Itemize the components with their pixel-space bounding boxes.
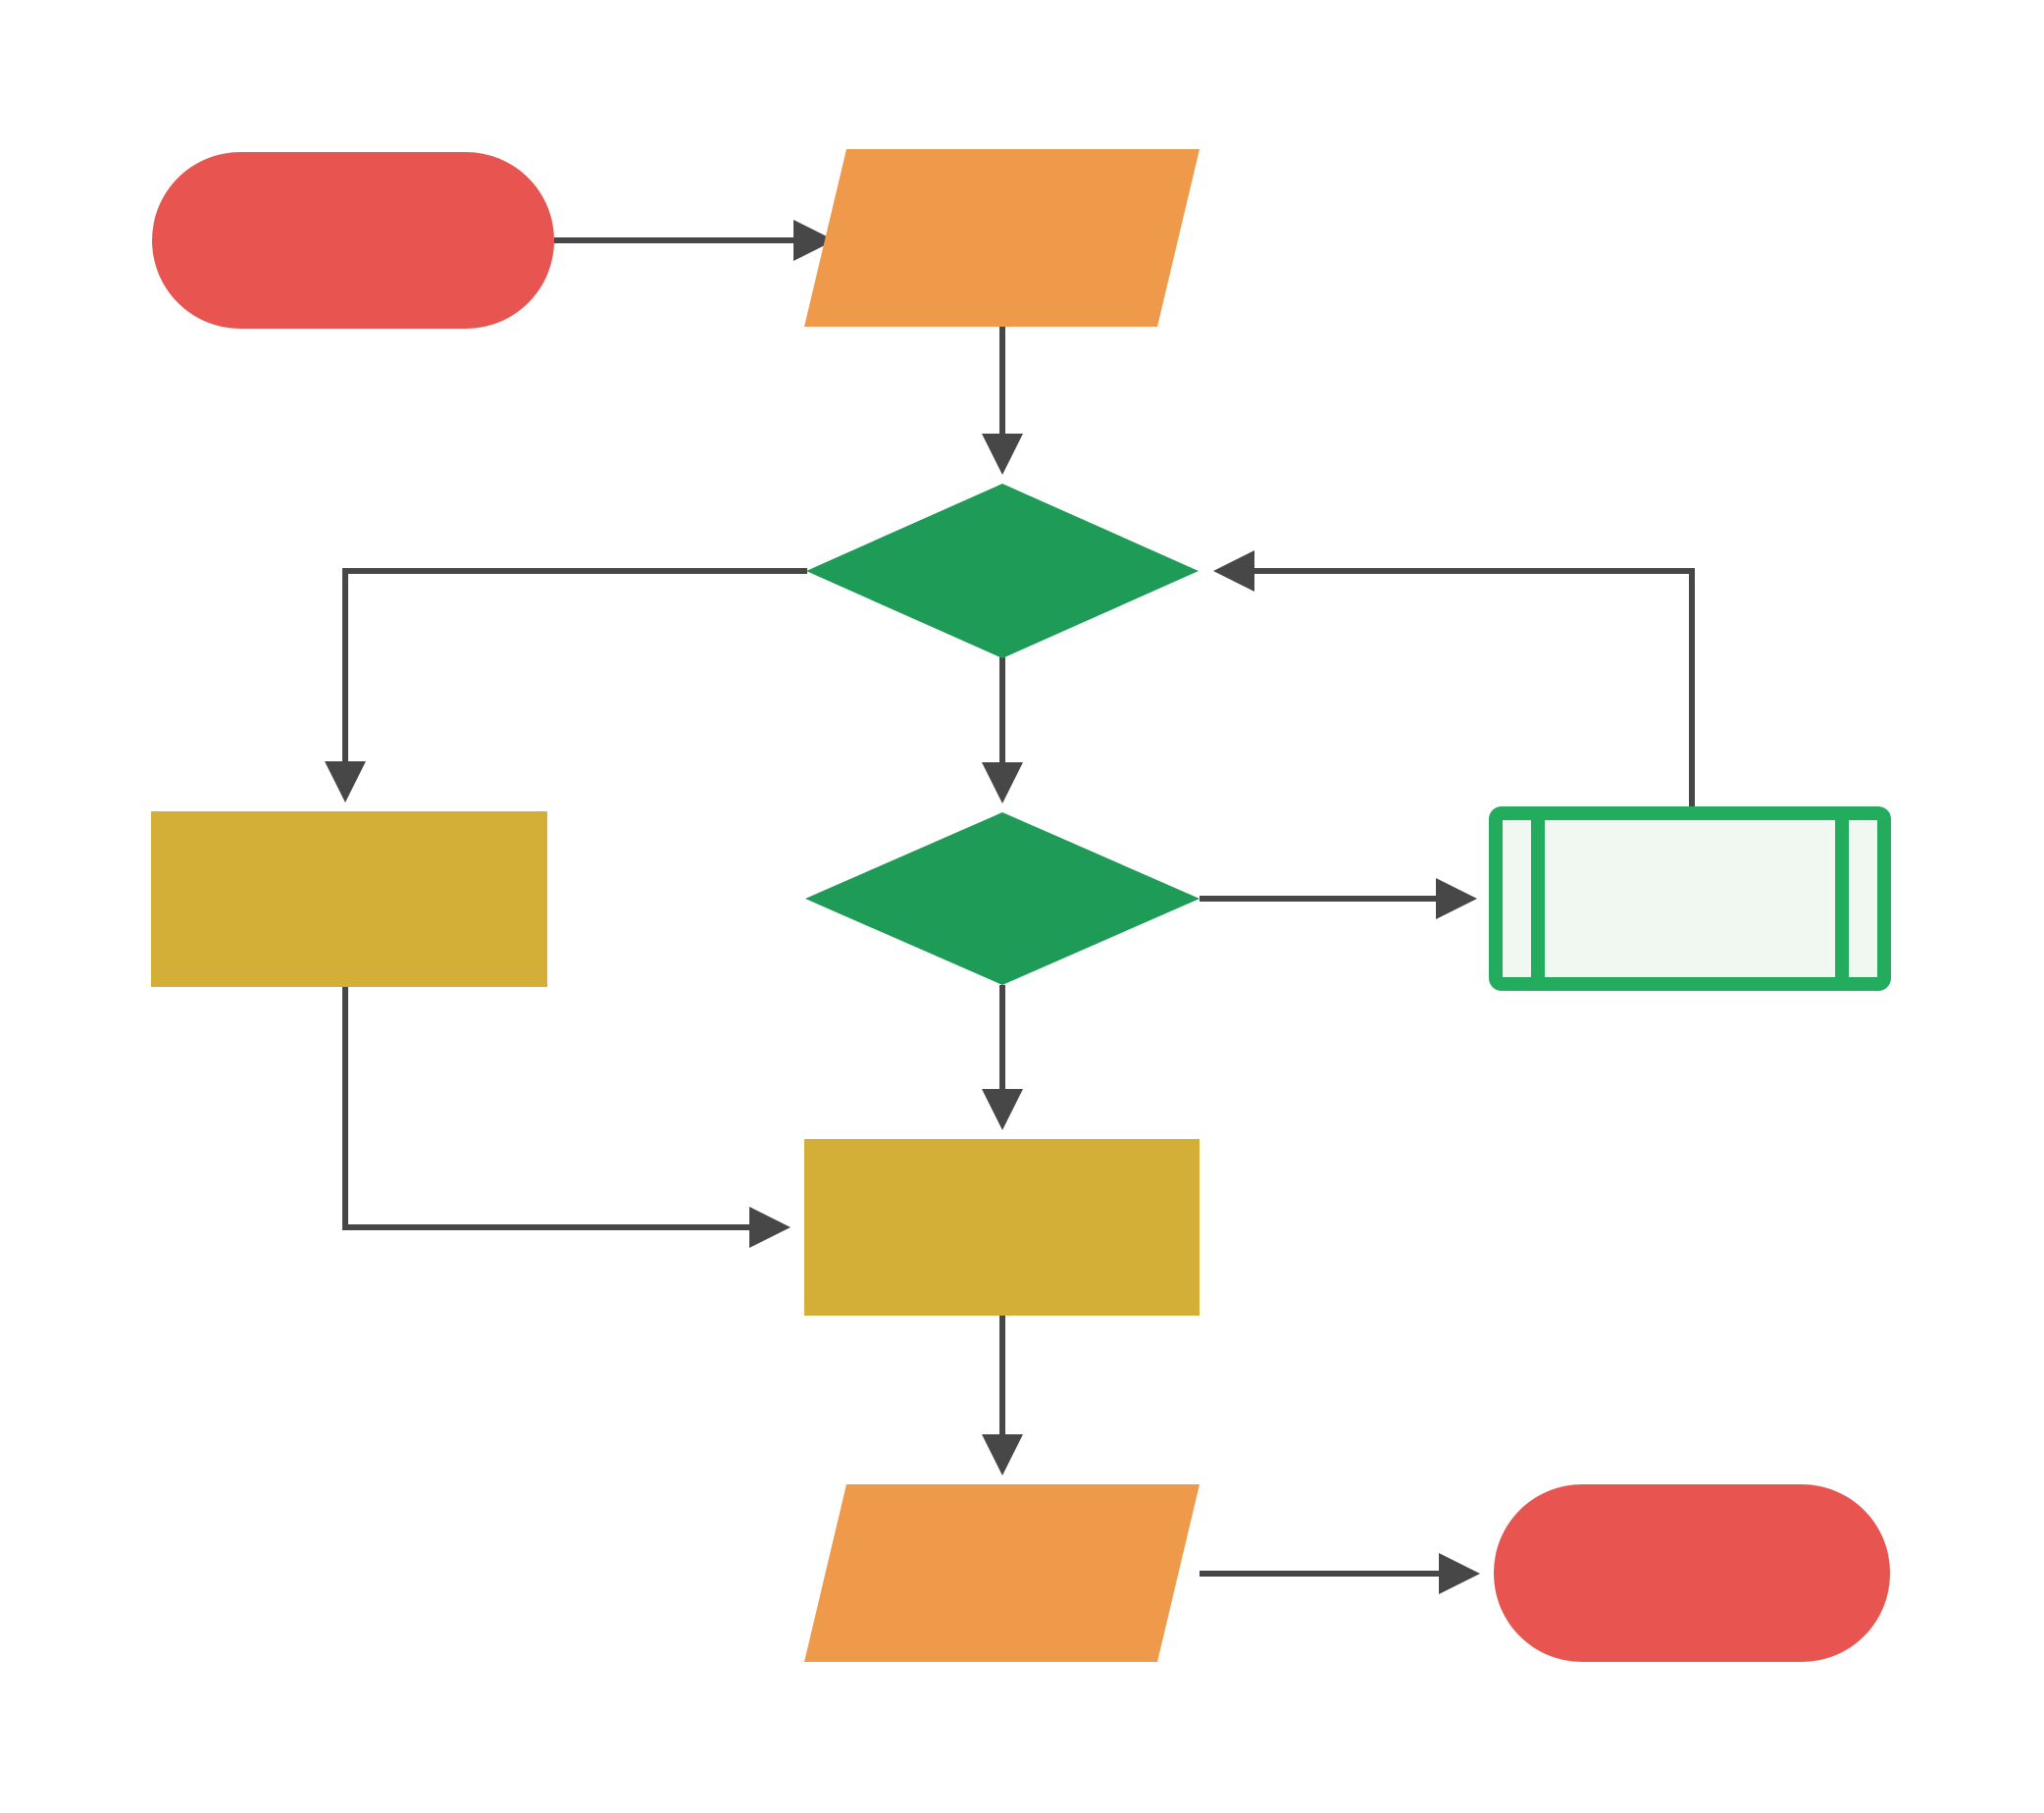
predefined-process-outer-shape[interactable] (1489, 806, 1891, 991)
input-shape[interactable] (804, 149, 1200, 327)
node-decision-2-diamond[interactable] (805, 812, 1200, 985)
decision-1-shape[interactable] (806, 484, 1199, 658)
decision-2-shape[interactable] (805, 812, 1200, 985)
edge-process-left-to-process-main (342, 987, 791, 1248)
node-process-left[interactable] (151, 811, 547, 987)
node-end-terminator[interactable] (1494, 1484, 1890, 1662)
edge-decision-1-to-process-left (325, 568, 807, 803)
node-decision-1-diamond[interactable] (806, 484, 1199, 658)
end-terminator-shape[interactable] (1494, 1484, 1890, 1662)
edge-predefined-process-to-decision-1 (1213, 550, 1695, 806)
node-input-parallelogram[interactable] (804, 149, 1200, 327)
start-terminator-shape[interactable] (152, 152, 554, 329)
process-left-shape[interactable] (151, 811, 547, 987)
output-shape[interactable] (804, 1484, 1200, 1662)
node-output-parallelogram[interactable] (804, 1484, 1200, 1662)
edges-layer (325, 220, 1695, 1594)
node-process-main[interactable] (804, 1139, 1200, 1316)
node-predefined-process[interactable] (1489, 806, 1891, 991)
process-main-shape[interactable] (804, 1139, 1200, 1316)
node-start-terminator[interactable] (152, 152, 554, 329)
nodes-layer (151, 149, 1891, 1662)
